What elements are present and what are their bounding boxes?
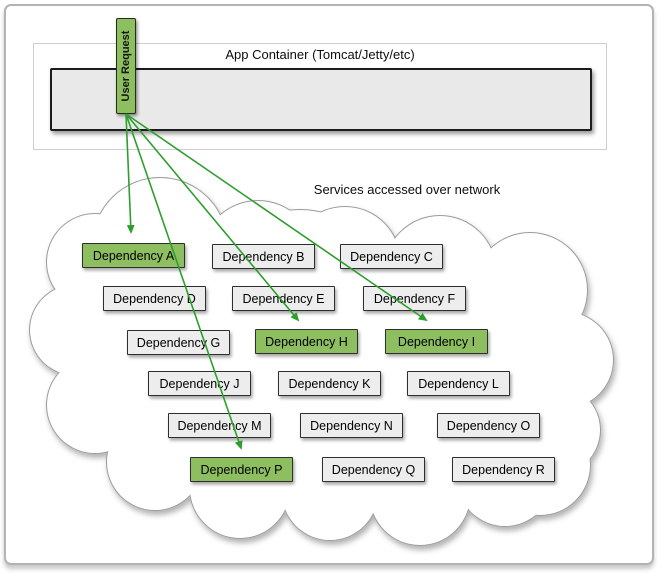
dependency-box-a: Dependency A — [82, 243, 185, 268]
dependency-box-k: Dependency K — [278, 371, 381, 396]
dependency-box-f: Dependency F — [363, 286, 466, 311]
dependency-box-d: Dependency D — [103, 286, 206, 311]
dependency-box-n: Dependency N — [300, 413, 403, 438]
dependency-box-o: Dependency O — [437, 413, 540, 438]
dependency-box-q: Dependency Q — [322, 457, 425, 482]
dependency-box-g: Dependency G — [127, 330, 230, 355]
dependency-box-i: Dependency I — [385, 329, 488, 354]
dependency-box-l: Dependency L — [407, 371, 510, 396]
dependency-box-h: Dependency H — [255, 329, 358, 354]
dependency-box-b: Dependency B — [212, 244, 315, 269]
services-caption: Services accessed over network — [313, 182, 501, 197]
app-container-title: App Container (Tomcat/Jetty/etc) — [225, 47, 415, 62]
dependency-box-m: Dependency M — [168, 413, 271, 438]
user-request-label: User Request — [120, 30, 132, 102]
dependency-box-r: Dependency R — [452, 457, 555, 482]
dependency-box-j: Dependency J — [148, 371, 251, 396]
dependency-box-c: Dependency C — [340, 244, 443, 269]
dependency-box-p: Dependency P — [190, 457, 293, 482]
dependency-box-e: Dependency E — [232, 286, 335, 311]
user-request-box: User Request — [116, 18, 136, 114]
